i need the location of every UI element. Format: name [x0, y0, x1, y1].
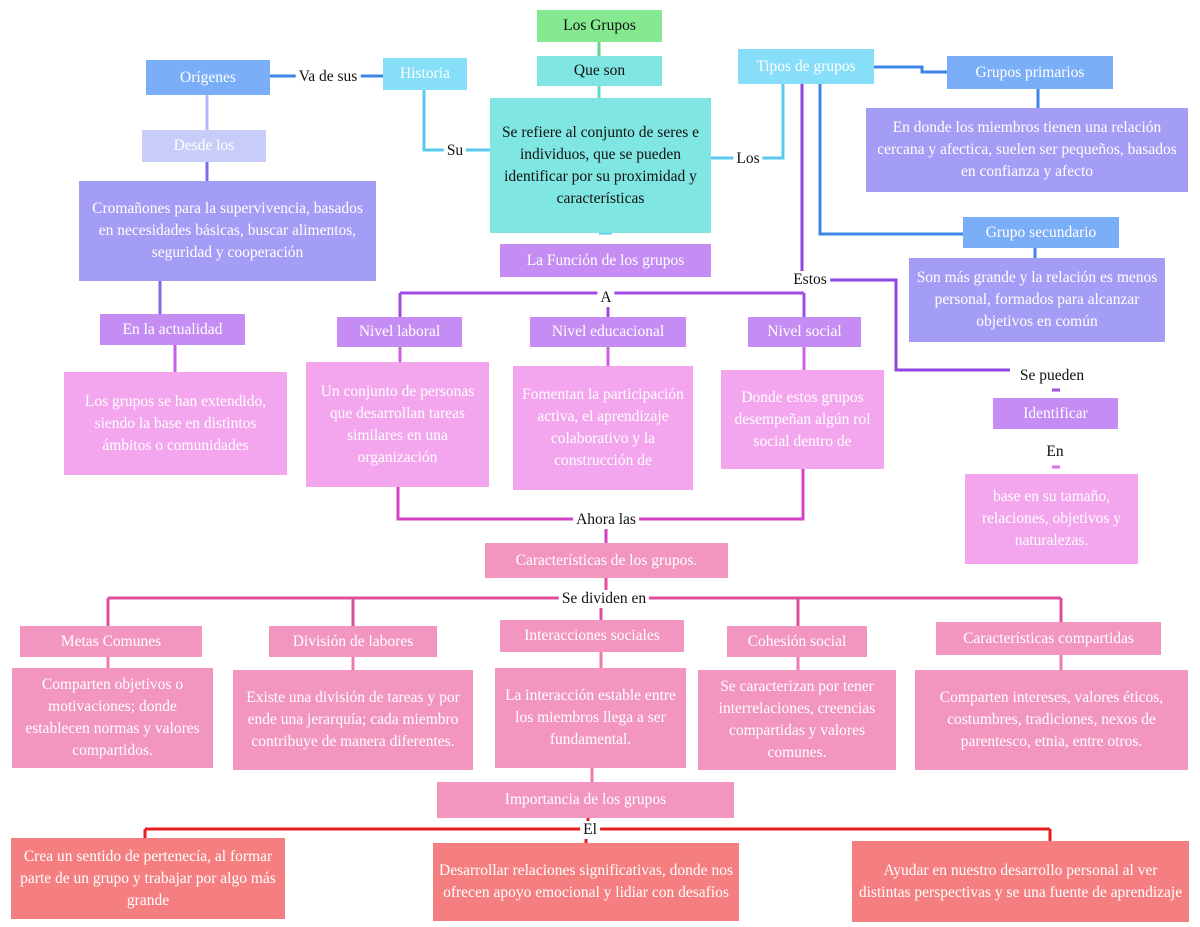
- nivel-laboral-node: Nivel laboral: [337, 317, 462, 347]
- label-se-pueden: Se pueden: [1016, 367, 1088, 385]
- caracteristicas-node: Características de los grupos.: [485, 543, 728, 578]
- label-ahora-las: Ahora las: [573, 511, 639, 529]
- char-text-cohesion: Se caracterizan por tener interrelacione…: [698, 670, 896, 770]
- origenes-node: Orígenes: [146, 60, 270, 95]
- char-title-compartidas: Características compartidas: [936, 622, 1161, 655]
- funcion-node: La Función de los grupos: [500, 244, 711, 277]
- char-text-compartidas: Comparten intereses, valores éticos, cos…: [915, 670, 1188, 770]
- grupos-primarios-node: Grupos primarios: [947, 56, 1113, 89]
- char-text-interacciones: La interacción estable entre los miembro…: [495, 668, 686, 768]
- label-su: Su: [443, 142, 467, 160]
- label-los: Los: [733, 150, 763, 168]
- identificar-text-node: base en su tamaño, relaciones, objetivos…: [965, 474, 1138, 564]
- importancia-node: Importancia de los grupos: [437, 782, 734, 818]
- importance-item-3: Ayudar en nuestro desarrollo personal al…: [852, 841, 1189, 922]
- definition-node: Se refiere al conjunto de seres e indivi…: [490, 98, 711, 233]
- cromanones-node: Cromañones para la supervivencia, basado…: [79, 181, 376, 281]
- label-se-dividen-en: Se dividen en: [558, 590, 650, 608]
- actualidad-text-node: Los grupos se han extendido, siendo la b…: [64, 372, 287, 475]
- identificar-node: Identificar: [993, 398, 1118, 429]
- char-text-metas: Comparten objetivos o motivaciones; dond…: [12, 668, 213, 768]
- char-text-division: Existe una división de tareas y por ende…: [233, 670, 473, 770]
- importance-item-1: Crea un sentido de pertenecía, al formar…: [11, 838, 285, 919]
- nivel-educacional-node: Nivel educacional: [530, 317, 686, 347]
- tipos-de-grupos-node: Tipos de grupos: [738, 49, 874, 84]
- que-son-node: Que son: [537, 56, 662, 86]
- laboral-text-node: Un conjunto de personas que desarrollan …: [306, 362, 489, 487]
- label-a: A: [597, 289, 615, 307]
- social-text-node: Donde estos grupos desempeñan algún rol …: [721, 370, 884, 469]
- educacional-text-node: Fomentan la participación activa, el apr…: [513, 366, 693, 490]
- grupo-secundario-node: Grupo secundario: [963, 217, 1119, 248]
- title-los-grupos: Los Grupos: [537, 10, 662, 42]
- char-title-metas: Metas Comunes: [20, 626, 202, 657]
- secundario-text-node: Son más grande y la relación es menos pe…: [909, 258, 1165, 342]
- actualidad-node: En la actualidad: [100, 314, 245, 345]
- label-el: El: [580, 821, 600, 839]
- char-title-cohesion: Cohesión social: [727, 626, 867, 657]
- historia-node: Historia: [383, 58, 467, 90]
- label-estos: Estos: [790, 271, 830, 289]
- label-va-de-sus: Va de sus: [295, 68, 361, 86]
- desde-los-node: Desde los: [142, 130, 266, 162]
- primarios-text-node: En donde los miembros tienen una relació…: [866, 108, 1188, 192]
- char-title-division: División de labores: [269, 626, 437, 657]
- importance-item-2: Desarrollar relaciones significativas, d…: [433, 843, 739, 921]
- label-en: En: [1043, 443, 1067, 461]
- nivel-social-node: Nivel social: [748, 317, 861, 347]
- char-title-interacciones: Interacciones sociales: [500, 620, 684, 652]
